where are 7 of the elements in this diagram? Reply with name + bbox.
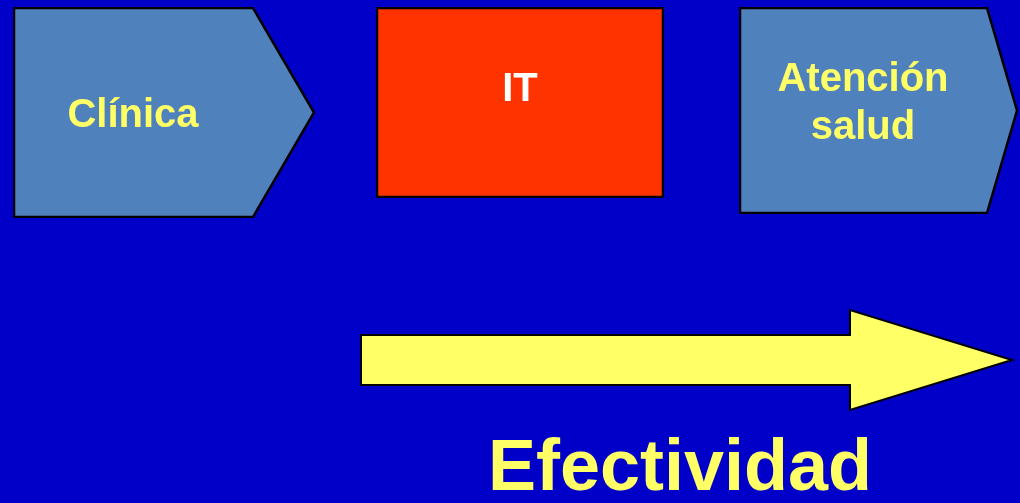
node-label: Clínica [66,89,200,137]
node-label: IT [501,63,539,111]
axis-caption: Efectividad [486,423,874,503]
process-box [376,7,664,198]
chevron-shape [739,7,1018,214]
chevron-shape [13,7,315,218]
node-label: Atención salud [776,53,950,149]
